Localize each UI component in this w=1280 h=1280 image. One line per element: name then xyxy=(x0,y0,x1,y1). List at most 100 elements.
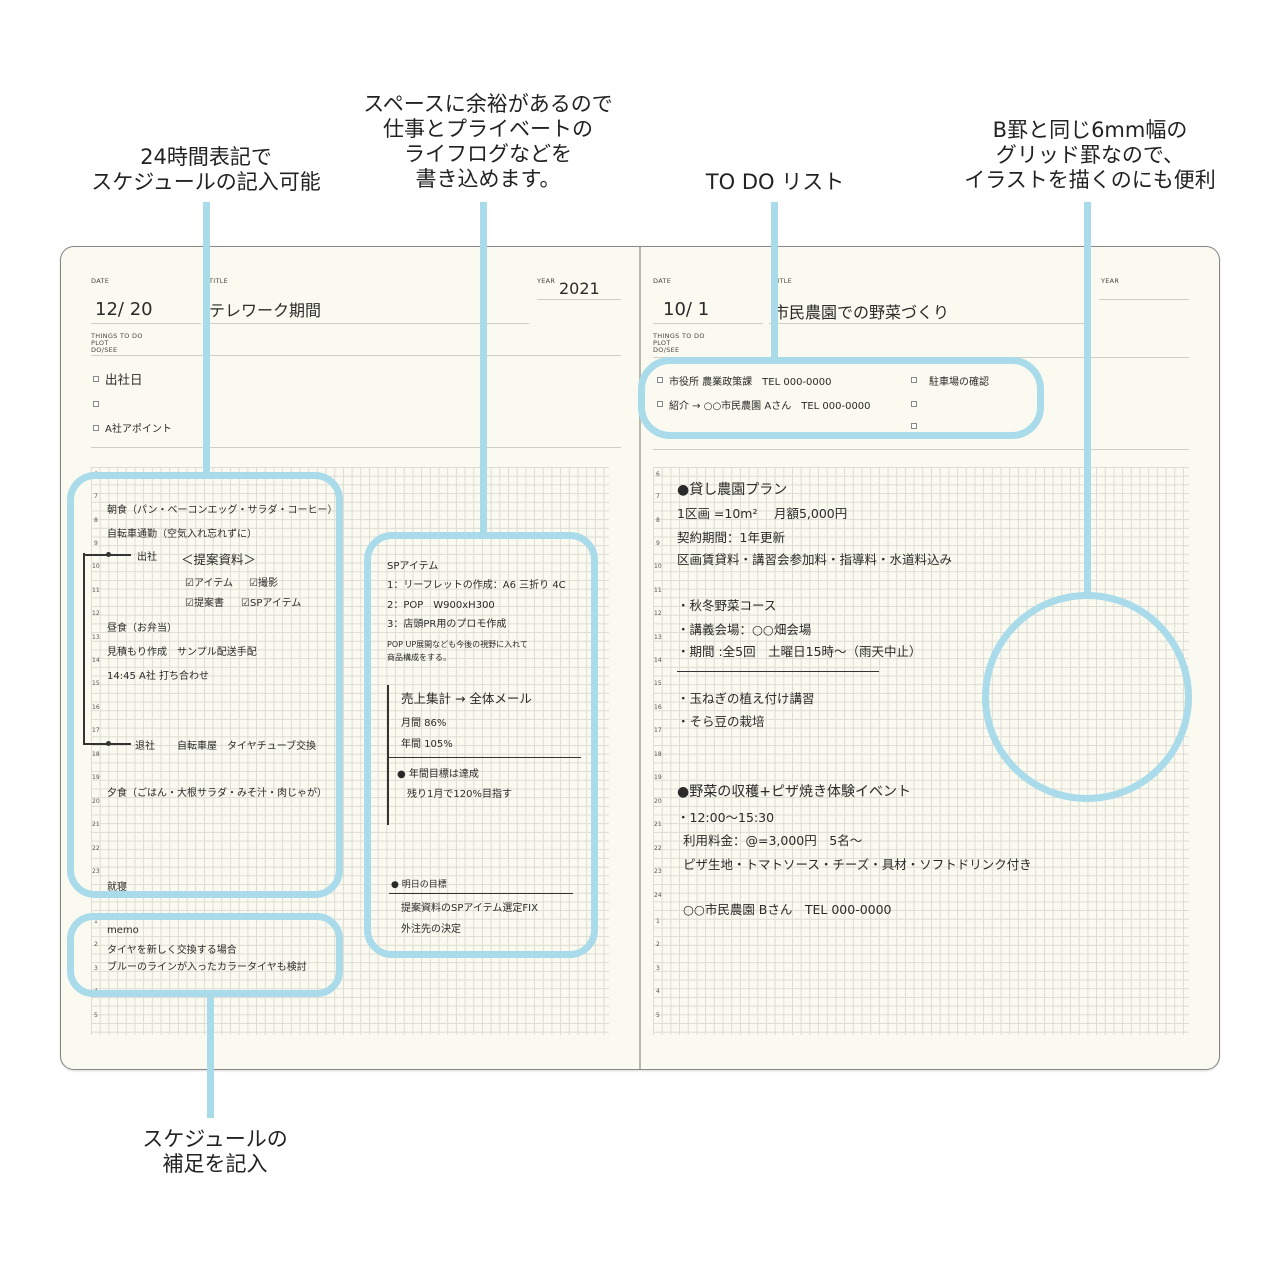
hour-label: 19 xyxy=(654,774,662,781)
hour-label: 13 xyxy=(654,634,662,641)
hour-label: 15 xyxy=(92,680,100,687)
hour-label: 16 xyxy=(92,704,100,711)
event-entry: ・12:00〜15:30 xyxy=(677,810,775,825)
lifelog-entry: 提案資料のSPアイテム選定FIX xyxy=(401,903,538,914)
hour-label: 18 xyxy=(92,751,100,758)
hour-label: 3 xyxy=(94,965,98,972)
schedule-entry: 退社 xyxy=(135,741,155,752)
right-date: 10/ 1 xyxy=(663,299,710,320)
date-label: DATE xyxy=(91,277,110,285)
grid-highlight xyxy=(982,592,1192,802)
callout-memo-connector xyxy=(207,990,214,1118)
todo-item: 出社日 xyxy=(105,372,143,387)
timeline-start-dot xyxy=(106,552,111,557)
todo-checkbox[interactable] xyxy=(911,401,917,407)
plan-entry: 1区画 =10m² 月額5,000円 xyxy=(677,506,848,521)
todo-item: 市役所 農業政策課 TEL 000-0000 xyxy=(669,377,832,388)
lifelog-entry: 外注先の決定 xyxy=(401,924,461,935)
todo-top-rule xyxy=(91,355,621,356)
hour-label: 1 xyxy=(656,918,660,925)
plan-entry: ・そら豆の栽培 xyxy=(677,714,765,729)
hour-label: 15 xyxy=(654,680,662,687)
hour-label: 5 xyxy=(94,1012,98,1019)
right-title: 市民農園での野菜づくり xyxy=(773,303,950,322)
lifelog-entry: ● 明日の目標 xyxy=(391,880,447,890)
hour-label: 7 xyxy=(656,493,660,500)
lifelog-highlight xyxy=(364,532,598,958)
hour-label: 19 xyxy=(92,774,100,781)
hour-label: 20 xyxy=(92,798,100,805)
callout-grid-line3: イラストを描くのにも便利 xyxy=(964,168,1216,192)
year-underline xyxy=(537,299,621,300)
todo-bottom-rule xyxy=(91,447,621,448)
todo-checkbox[interactable] xyxy=(93,401,99,407)
date-underline xyxy=(91,323,201,324)
plan-entry: ・期間 :全5回 土曜日15時〜（雨天中止） xyxy=(677,644,922,659)
hour-label: 14 xyxy=(92,657,100,664)
hour-label: 3 xyxy=(656,965,660,972)
lifelog-entry: POP UP展開なども今後の視野に入れて xyxy=(387,640,528,649)
schedule-entry: 自転車通勤（空気入れ忘れずに） xyxy=(107,529,257,540)
hour-label: 2 xyxy=(656,941,660,948)
lifelog-entry: 月間 86% xyxy=(401,718,447,729)
lifelog-entry: 年間 105% xyxy=(401,739,453,750)
schedule-entry: 就寝 xyxy=(107,882,127,893)
todo-checkbox[interactable] xyxy=(93,376,99,382)
hour-label: 10 xyxy=(654,563,662,570)
todo-highlight xyxy=(638,357,1044,439)
plan-entry: ・玉ねぎの植え付け講習 xyxy=(677,691,815,706)
schedule-entry: ☑アイテム xyxy=(185,578,233,589)
todo-checkbox[interactable] xyxy=(911,423,917,429)
callout-space-line4: 書き込めます。 xyxy=(415,167,561,191)
hour-label: 12 xyxy=(92,610,100,617)
plan-rule xyxy=(677,671,879,673)
callout-todo: TO DO リスト xyxy=(690,170,860,195)
todo-checkbox[interactable] xyxy=(911,377,917,383)
things-label: THINGS TO DO PLOT DO/SEE xyxy=(653,333,713,354)
todo-checkbox[interactable] xyxy=(657,401,663,407)
callout-space-line1: スペースに余裕があるので xyxy=(363,92,613,116)
todo-item: 駐車場の確認 xyxy=(929,377,989,388)
lifelog-entry: 商品構成をする。 xyxy=(387,653,451,662)
callout-schedule-line1: 24時間表記で xyxy=(140,145,272,169)
title-underline xyxy=(769,323,1091,324)
callout-memo-line1: スケジュールの xyxy=(142,1127,288,1151)
lifelog-entry: 3：店頭PR用のプロモ作成 xyxy=(387,619,507,630)
things-label-2: PLOT xyxy=(91,339,109,347)
callout-todo-connector xyxy=(771,202,778,360)
todo-item: A社アポイント xyxy=(105,424,172,435)
callout-memo-line2: 補足を記入 xyxy=(162,1152,268,1176)
title-label: TITLE xyxy=(209,277,229,285)
plan-entry: ・講義会場：○○畑会場 xyxy=(677,622,812,637)
notebook-spine xyxy=(639,247,641,1069)
timeline-bracket xyxy=(83,553,85,745)
hour-label: 11 xyxy=(654,587,662,594)
hour-label: 23 xyxy=(654,868,662,875)
todo-bottom-rule xyxy=(653,449,1189,450)
lifelog-entry: 売上集計 → 全体メール xyxy=(401,691,532,706)
things-label-3: DO/SEE xyxy=(653,346,680,354)
callout-schedule-connector xyxy=(203,202,210,478)
hour-label: 16 xyxy=(654,704,662,711)
hour-label: 9 xyxy=(94,540,98,547)
year-label: YEAR xyxy=(537,277,556,285)
hour-label: 6 xyxy=(656,471,660,478)
lifelog-rule xyxy=(389,757,581,759)
schedule-entry: ☑SPアイテム xyxy=(241,598,302,609)
hour-label: 18 xyxy=(654,751,662,758)
memo-line: ブルーのラインが入ったカラータイヤも検討 xyxy=(107,962,307,973)
things-label-1: THINGS TO DO xyxy=(653,332,705,340)
hour-label: 17 xyxy=(654,727,662,734)
schedule-entry: ＜提案資料＞ xyxy=(181,552,257,567)
lifelog-vertical-rule xyxy=(387,685,389,825)
left-title: テレワーク期間 xyxy=(209,301,322,320)
date-label: DATE xyxy=(653,277,672,285)
things-label-1: THINGS TO DO xyxy=(91,332,143,340)
plan-entry: 区画賃貸料・講習会参加料・指導料・水道料込み xyxy=(677,552,953,567)
todo-checkbox[interactable] xyxy=(93,425,99,431)
lifelog-entry: ● 年間目標は達成 xyxy=(397,769,479,780)
plan-title: ●貸し農園プラン xyxy=(677,482,788,498)
schedule-entry: 出社 xyxy=(137,552,157,563)
hour-label: 20 xyxy=(654,798,662,805)
hour-label: 7 xyxy=(94,493,98,500)
